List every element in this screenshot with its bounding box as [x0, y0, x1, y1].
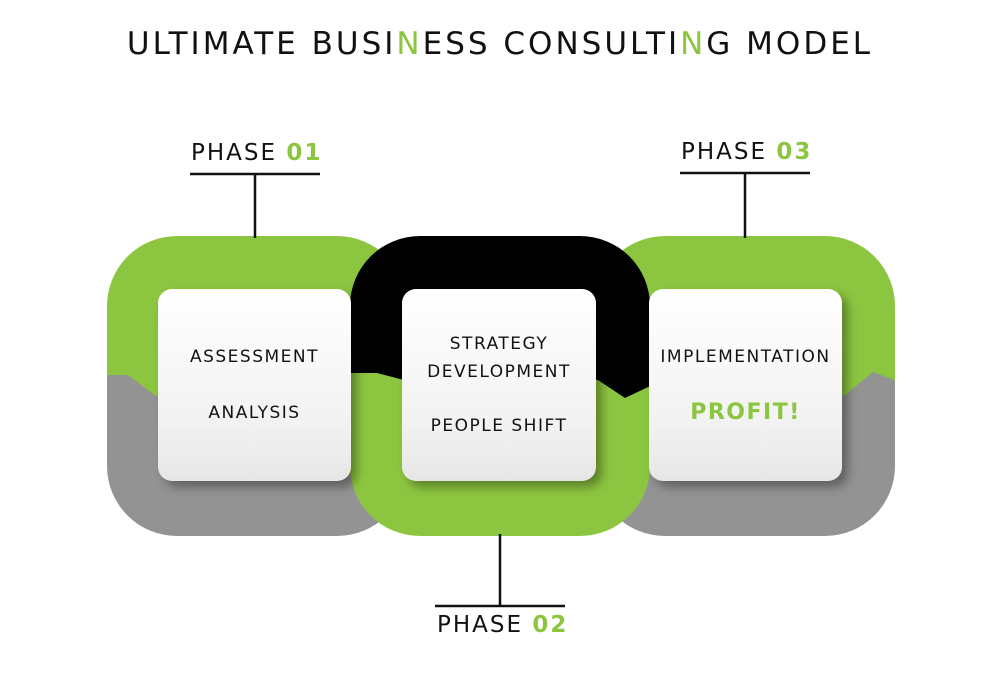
phase-01-label: PHASE 01: [191, 140, 322, 166]
card-02-line-3: PEOPLE SHIFT: [430, 416, 568, 436]
title-text-3: G MODEL: [706, 26, 874, 62]
card-03-line-2: PROFIT!: [690, 400, 801, 425]
phase-03-number: 03: [776, 139, 813, 165]
phase-01-word: PHASE: [191, 140, 278, 166]
card-01-line-1: ASSESSMENT: [189, 347, 320, 367]
title-text-1: ULTIMATE BUSI: [126, 26, 397, 62]
card-01-line-2: ANALYSIS: [208, 403, 301, 423]
card-03-line-1: IMPLEMENTATION: [660, 347, 831, 367]
phase-03-word: PHASE: [681, 139, 768, 165]
phase-03-card: IMPLEMENTATION PROFIT!: [649, 289, 842, 481]
phase-01-number: 01: [286, 140, 323, 166]
title-accent-1: N: [396, 26, 423, 62]
diagram-title: ULTIMATE BUSINESS CONSULTING MODEL: [0, 26, 1000, 62]
phase-02-label: PHASE 02: [437, 612, 568, 638]
card-02-line-1: STRATEGY: [449, 334, 549, 354]
phase-02-card: STRATEGY DEVELOPMENT PEOPLE SHIFT: [402, 289, 596, 481]
phase-02-word: PHASE: [437, 612, 524, 638]
phase-03-label: PHASE 03: [681, 139, 812, 165]
card-02-line-2: DEVELOPMENT: [427, 362, 571, 382]
title-text-2: ESS CONSULTI: [422, 26, 681, 62]
title-accent-2: N: [680, 26, 707, 62]
phase-01-card: ASSESSMENT ANALYSIS: [158, 289, 351, 481]
phase-02-number: 02: [532, 612, 569, 638]
